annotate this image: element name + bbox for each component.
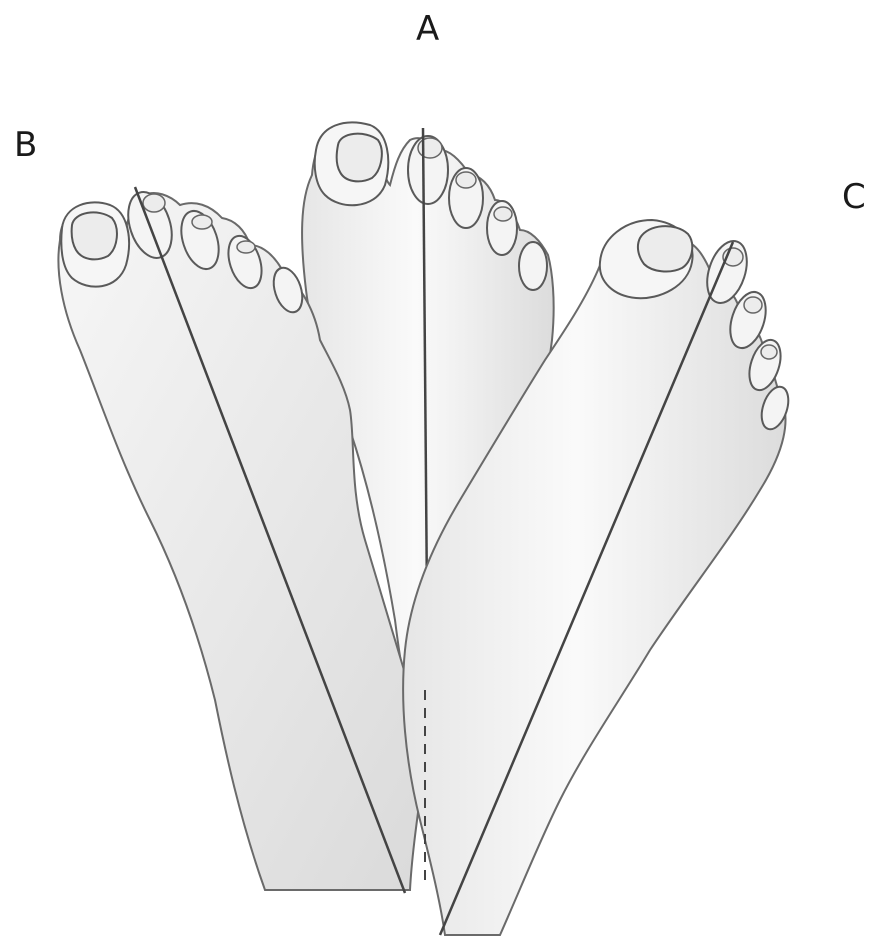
foot-b-toe-4-nail (237, 241, 255, 253)
foot-a-toe-4-nail (494, 207, 512, 221)
foot-b-big-toenail (72, 212, 117, 259)
foot-a-toe-3-nail (456, 172, 476, 188)
foot-c-toe-4-nail (761, 345, 777, 359)
label-a: A (416, 12, 439, 46)
foot-a-toe-5 (519, 242, 547, 290)
foot-c-big-toenail (638, 226, 692, 271)
foot-c-toe-3-nail (744, 297, 762, 313)
foot-a-toe-2-nail (418, 138, 442, 158)
label-c: C (842, 180, 866, 214)
label-b: B (14, 128, 37, 162)
foot-b-toe-2-nail (143, 194, 165, 212)
foot-a-big-toenail (337, 134, 382, 182)
foot-b-toe-3-nail (192, 215, 212, 229)
